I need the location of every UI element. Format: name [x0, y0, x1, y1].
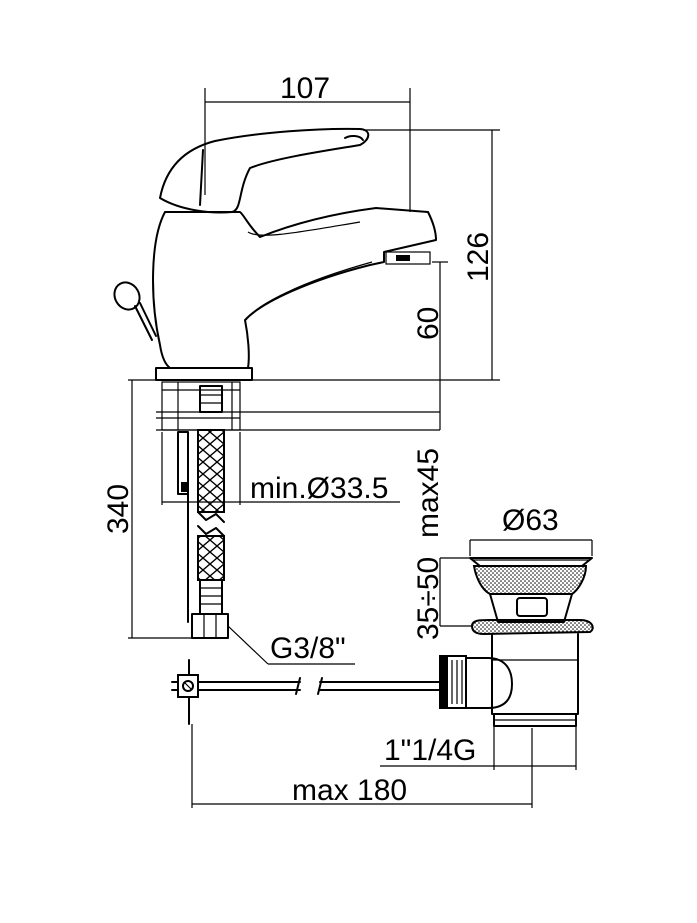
dim-total-height: 126 [462, 232, 495, 282]
faucet-body [113, 127, 437, 381]
dimension-lines [128, 88, 593, 808]
dim-waste-diameter: Ø63 [502, 504, 559, 537]
linkage-rod [171, 659, 441, 725]
dim-waste-adjust: 35÷50 [412, 557, 445, 640]
dim-spout-reach: 107 [280, 72, 330, 105]
dim-deck-thickness: max45 [412, 448, 445, 538]
under-deck-assembly [156, 381, 440, 639]
dim-rod-reach: max 180 [292, 774, 407, 807]
dim-hose-connection: G3/8" [270, 632, 346, 665]
dim-spout-height: 60 [412, 307, 445, 340]
dim-hose-length: 340 [102, 484, 135, 534]
dim-mounting-hole: min.Ø33.5 [250, 472, 388, 505]
dim-waste-thread: 1"1/4G [384, 734, 476, 767]
popup-waste [439, 557, 594, 727]
